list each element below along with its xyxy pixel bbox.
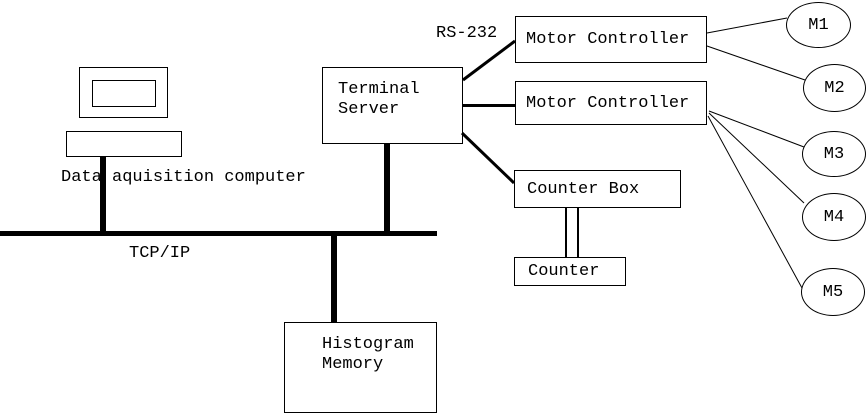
- motor-m5-label: M5: [822, 282, 844, 302]
- line-mc2-m3: [708, 110, 805, 148]
- terminal-server-label-line2: Server: [338, 100, 400, 119]
- line-mc2-m4: [708, 112, 805, 204]
- motor-m1: M1: [786, 2, 851, 48]
- counter-box-label: Counter Box: [527, 179, 640, 199]
- motor-m3: M3: [802, 131, 866, 177]
- computer-keyboard-icon: [66, 131, 182, 157]
- motor-controller-2-box: Motor Controller: [515, 81, 707, 125]
- counter-label: Counter: [528, 262, 600, 281]
- motor-controller-2-label: Motor Controller: [526, 93, 690, 113]
- daq-label: Data aquisition computer: [61, 168, 306, 187]
- line-mc1-m1: [706, 17, 788, 34]
- motor-m5: M5: [801, 268, 865, 316]
- motor-m4: M4: [802, 193, 866, 241]
- motor-controller-1-label: Motor Controller: [526, 30, 690, 49]
- line-mc2-m5: [707, 115, 803, 289]
- terminal-server-box: Terminal Server: [322, 67, 463, 144]
- rs232-label: RS-232: [436, 24, 498, 43]
- motor-m2-label: M2: [824, 78, 845, 98]
- line-ts-counterbox: [460, 131, 516, 185]
- histogram-memory-box: Histogram Memory: [284, 322, 437, 413]
- motor-m4-label: M4: [823, 207, 845, 227]
- motor-controller-1-box: Motor Controller: [515, 16, 707, 63]
- computer-screen-icon: [92, 80, 156, 107]
- line-ts-mc1: [462, 39, 516, 82]
- motor-m1-label: M1: [808, 15, 829, 35]
- motor-m3-label: M3: [823, 144, 845, 164]
- terminal-server-label-line1: Terminal: [338, 80, 420, 99]
- line-mc1-m2: [706, 45, 806, 81]
- tcpip-label: TCP/IP: [129, 244, 191, 263]
- counter-box-box: Counter Box: [514, 170, 681, 208]
- histogram-memory-label-line2: Memory: [322, 355, 384, 374]
- motor-m2: M2: [803, 64, 866, 112]
- counter-box: Counter: [514, 257, 626, 286]
- histogram-memory-label-line1: Histogram: [322, 335, 414, 354]
